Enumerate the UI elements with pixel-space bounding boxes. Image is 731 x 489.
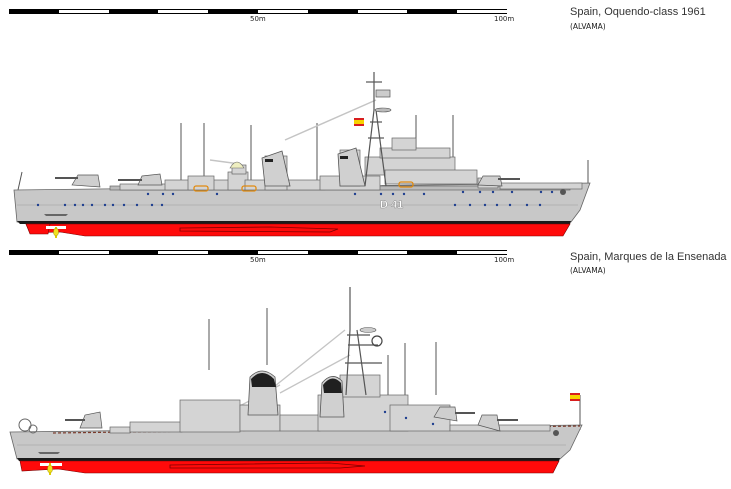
scale-segment <box>158 9 209 14</box>
ship-title: Spain, Marques de la Ensenada <box>570 251 727 263</box>
scale-label-50m: 50m <box>250 256 266 264</box>
anchor-icon <box>553 430 559 436</box>
scale-segment <box>457 9 507 14</box>
spain-flag-icon <box>570 393 580 401</box>
scale-label-50m: 50m <box>250 15 266 23</box>
anchor-icon <box>560 189 566 195</box>
scale-segment <box>108 250 159 255</box>
ship-profile-oquendo: D 41 <box>13 72 591 238</box>
scale-bar <box>9 250 507 255</box>
scale-segment <box>407 250 458 255</box>
artist-credit: (ALVAMA) <box>570 266 606 275</box>
scale-label-100m: 100m <box>494 256 515 264</box>
portholes <box>36 190 554 207</box>
spain-flag-icon <box>354 118 364 126</box>
scale-segment <box>407 9 458 14</box>
scale-segment <box>307 9 358 14</box>
scale-segment <box>108 9 159 14</box>
scale-label-100m: 100m <box>494 15 515 23</box>
scale-segment <box>257 9 308 14</box>
scale-segment <box>9 250 59 255</box>
propeller-icon <box>53 227 59 238</box>
propeller-icon <box>47 463 53 475</box>
scale-segment <box>58 250 109 255</box>
scale-segment <box>357 250 408 255</box>
scale-segment <box>58 9 109 14</box>
scale-bar <box>9 9 507 14</box>
ship-profile-marques-de-la-ensenada <box>9 287 583 475</box>
scale-segment <box>257 250 308 255</box>
scale-segment <box>158 250 209 255</box>
scale-segment <box>457 250 507 255</box>
scale-segment <box>357 9 408 14</box>
scale-segment <box>208 9 258 14</box>
ship-title: Spain, Oquendo-class 1961 <box>570 6 706 18</box>
artist-credit: (ALVAMA) <box>570 22 606 31</box>
ship-plate-oquendo: 50m 100m Spain, Oquendo-class 1961 (ALVA… <box>9 6 706 238</box>
scale-segment <box>9 9 59 14</box>
pennant-number: D 41 <box>380 199 403 211</box>
ship-plate-marques-de-la-ensenada: 50m 100m Spain, Marques de la Ensenada (… <box>0 245 731 489</box>
scale-segment <box>307 250 358 255</box>
scale-segment <box>208 250 258 255</box>
